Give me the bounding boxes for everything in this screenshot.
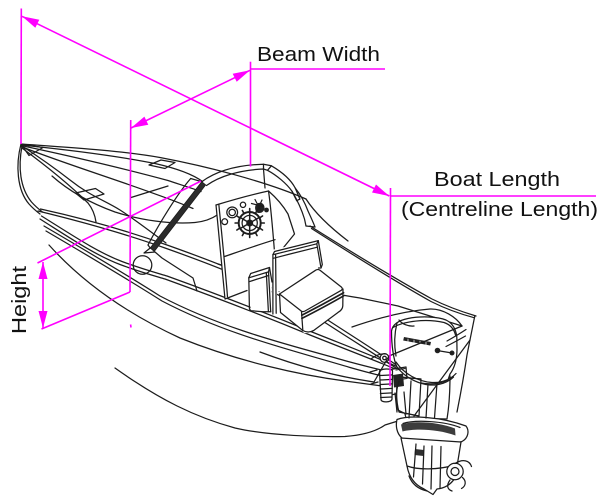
svg-text:Height: Height [9,265,31,334]
svg-text:Boat Length: Boat Length [434,169,560,191]
svg-text:Beam Width: Beam Width [257,44,380,66]
svg-text:(Centreline Length): (Centreline Length) [401,199,598,221]
